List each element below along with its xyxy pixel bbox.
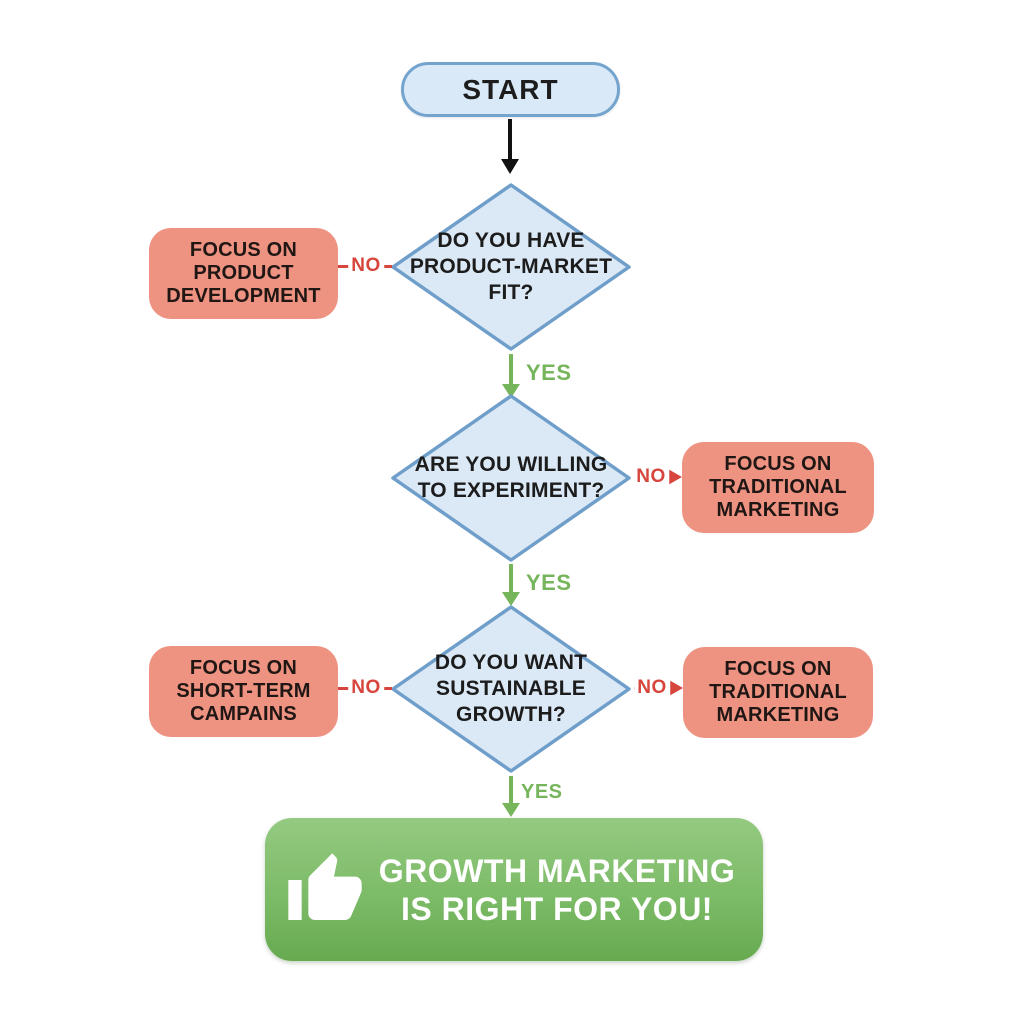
start-node: START <box>401 62 620 117</box>
connector-line-yes-1 <box>509 354 513 385</box>
result-box: GROWTH MARKETING IS RIGHT FOR YOU! <box>265 818 763 961</box>
decision-question: DO YOU HAVE PRODUCT-MARKET FIT? <box>409 229 613 304</box>
decision-diamond-sustainable-growth: DO YOU WANT SUSTAINABLE GROWTH? <box>390 604 632 774</box>
arrow-right-icon <box>668 469 682 485</box>
outcome-label: FOCUS ON PRODUCT DEVELOPMENT <box>166 239 321 307</box>
no-label-2: NO <box>633 466 669 488</box>
arrow-down-icon <box>502 803 520 817</box>
outcome-box-traditional-marketing-2: FOCUS ON TRADITIONAL MARKETING <box>683 647 873 738</box>
thumbs-up-icon <box>288 852 362 920</box>
start-label: START <box>462 73 559 105</box>
outcome-box-product-development: FOCUS ON PRODUCT DEVELOPMENT <box>149 228 338 319</box>
no-label-3: NO <box>348 677 384 699</box>
yes-label-3: YES <box>521 781 563 803</box>
decision-diamond-product-market-fit: DO YOU HAVE PRODUCT-MARKET FIT? <box>390 182 632 352</box>
arrow-right-icon <box>669 680 683 696</box>
outcome-box-traditional-marketing-1: FOCUS ON TRADITIONAL MARKETING <box>682 442 874 533</box>
outcome-label: FOCUS ON SHORT-TERM CAMPAINS <box>176 657 311 725</box>
outcome-box-short-term-campaigns: FOCUS ON SHORT-TERM CAMPAINS <box>149 646 338 737</box>
connector-line-yes-3 <box>509 776 513 804</box>
result-label: GROWTH MARKETING IS RIGHT FOR YOU! <box>378 852 736 927</box>
arrow-down-icon <box>502 592 520 606</box>
arrow-down-icon <box>501 159 519 174</box>
yes-label-2: YES <box>526 570 572 595</box>
diamond-shape-icon <box>391 394 631 562</box>
outcome-label: FOCUS ON TRADITIONAL MARKETING <box>709 453 847 521</box>
decision-question: DO YOU WANT SUSTAINABLE GROWTH? <box>434 651 588 726</box>
yes-label-1: YES <box>526 360 572 385</box>
decision-diamond-experiment: ARE YOU WILLING TO EXPERIMENT? <box>390 393 632 563</box>
connector-line-start <box>508 119 512 161</box>
no-label-1: NO <box>348 255 384 277</box>
outcome-label: FOCUS ON TRADITIONAL MARKETING <box>709 658 847 726</box>
diamond-shape-icon <box>391 183 631 351</box>
arrow-down-icon <box>502 384 520 398</box>
connector-line-yes-2 <box>509 564 513 593</box>
no-label-4: NO <box>634 677 670 699</box>
diamond-shape-icon <box>391 605 631 773</box>
decision-question: ARE YOU WILLING TO EXPERIMENT? <box>414 453 608 502</box>
